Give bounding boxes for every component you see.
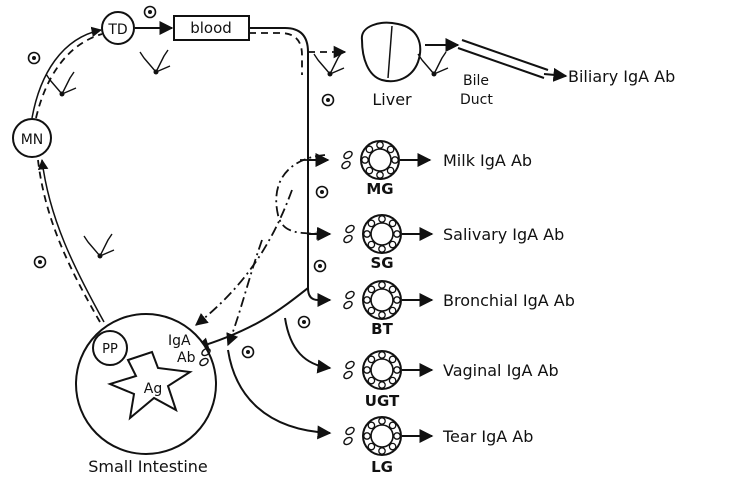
small-intestine-label: Small Intestine: [88, 457, 208, 476]
bt-label: BT: [371, 320, 393, 338]
dendritic-cell-2: [140, 50, 170, 75]
ab-label: Ab: [177, 350, 196, 366]
bile-to-output-arrow: [544, 74, 566, 76]
liver-label: Liver: [372, 90, 412, 109]
dendritic-cell-5: [84, 234, 114, 259]
mg-plasma-cells: [341, 150, 354, 170]
bile-label-2: Duct: [460, 92, 493, 108]
dendritic-cell-3: [314, 52, 344, 77]
bt-plasma-cells: [343, 290, 356, 310]
trunk-to-lg: [228, 350, 330, 433]
pp-to-mn-arrow: [42, 160, 104, 322]
vaginal-output: Vaginal IgA Ab: [443, 361, 559, 380]
ugt-plasma-cells: [343, 360, 356, 380]
lymphocyte-1: [29, 53, 40, 64]
mn-label: MN: [21, 132, 44, 148]
salivary-output: Salivary IgA Ab: [443, 225, 564, 244]
blood-trunk-dash: [249, 33, 302, 75]
blood-label: blood: [190, 19, 232, 37]
lg-plasma-cells: [343, 426, 356, 446]
blood-trunk-line: [249, 28, 308, 288]
mg-label: MG: [366, 180, 393, 198]
bronchial-output: Bronchial IgA Ab: [443, 291, 575, 310]
ag-label: Ag: [144, 381, 162, 397]
dendritic-cell-4: [418, 52, 448, 77]
lymphocyte-2: [145, 7, 156, 18]
lymphocyte-5: [315, 261, 326, 272]
ugt-label: UGT: [365, 392, 400, 410]
sg-plasma-cells: [343, 224, 356, 244]
tear-output: Tear IgA Ab: [442, 427, 533, 446]
bt-gland: [363, 281, 401, 319]
biliary-output: Biliary IgA Ab: [568, 67, 675, 86]
lymphocyte-8: [35, 257, 46, 268]
iga-label: IgA: [168, 333, 191, 349]
dendritic-cell-1: [46, 72, 76, 97]
pp-label: PP: [102, 342, 118, 357]
lymphocyte-4: [317, 187, 328, 198]
mn-to-td-arrow: [32, 30, 101, 118]
ugt-gland: [363, 351, 401, 389]
lg-gland: [363, 417, 401, 455]
sg-gland: [363, 215, 401, 253]
milk-output: Milk IgA Ab: [443, 151, 532, 170]
td-label: TD: [107, 22, 127, 38]
mg-gland: [361, 141, 399, 179]
lg-label: LG: [371, 458, 393, 476]
lymphocyte-3: [323, 95, 334, 106]
bile-label-1: Bile: [463, 73, 489, 89]
lymphocyte-7: [243, 347, 254, 358]
sg-label: SG: [370, 254, 393, 272]
lymphocyte-6: [299, 317, 310, 328]
trunk-to-bt: [308, 288, 330, 300]
bile-duct-line-1: [462, 40, 548, 70]
